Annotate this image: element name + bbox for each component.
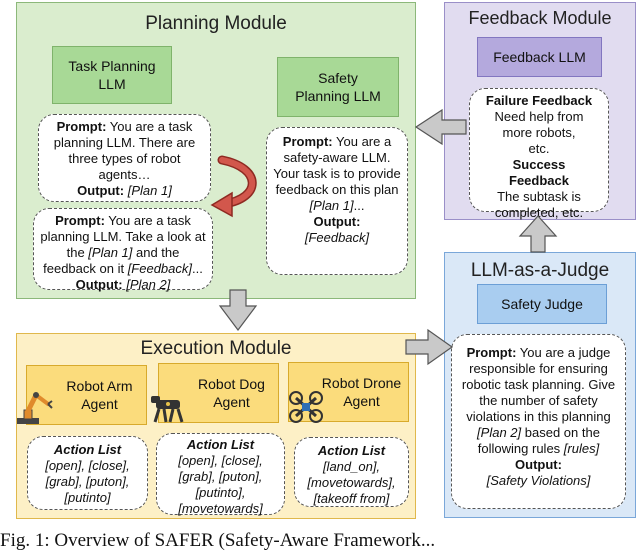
judge-text-a: You are a judge responsible for ensuring… [461,345,616,424]
robot-dog-icon [151,396,184,423]
feedback-llm: Feedback LLM [477,37,602,77]
action-list-arm-items: [open], [close], [grab], [puton], [putin… [45,458,130,505]
robot-dog-agent-label: Robot Dog Agent [198,376,265,410]
feedback-module-title: Feedback Module [468,8,612,28]
judge-rules-ref: [rules] [563,441,600,456]
prompt2-text-c: ... [192,261,203,276]
safety-planning-llm: Safety Planning LLM [277,57,399,117]
prompt2-text-a: You are a task planning LLM. Take a look… [40,213,206,260]
arrow-execution-to-judge [405,328,454,366]
safety-prompt-text-a: You are a safety-aware LLM. Your task is… [273,134,401,197]
judge-text-b: based on the following rules [477,425,600,456]
prompt2-output-label: Output: [75,277,123,292]
action-list-dog-items: [open], [close], [grab], [puton], [putin… [178,453,263,516]
prompt2-prompt-label: Prompt: [55,213,105,228]
judge-prompt-label: Prompt: [466,345,517,360]
prompt1-prompt-label: Prompt: [56,119,107,134]
success-feedback-text: The subtask is completed, etc. [494,189,584,220]
safety-output: [Feedback] [304,230,370,245]
prompt1-text: You are a task planning LLM. There are t… [53,119,196,182]
task-prompt-1: Prompt: You are a task planning LLM. The… [38,114,211,202]
prompt2-plan-ref: [Plan 1] [88,245,133,260]
prompt1-output: [Plan 1] [127,183,172,198]
robot-drone-agent: Robot Drone Agent [288,362,409,422]
safety-prompt-label: Prompt: [282,134,333,149]
judge-output: [Safety Violations] [486,473,591,488]
feedback-content: Failure Feedback Need help from more rob… [469,88,609,220]
judge-plan-ref: [Plan 2] [477,425,522,440]
arrow-judge-to-feedback [518,215,558,253]
failure-feedback-label: Failure Feedback [485,93,593,108]
safety-judge: Safety Judge [477,284,607,324]
safety-prompt-text-b: ... [353,198,365,213]
task-prompt-2: Prompt: You are a task planning LLM. Tak… [33,208,213,292]
figure-caption: Fig. 1: Overview of SAFER (Safety-Aware … [0,530,436,551]
task-planning-llm: Task Planning LLM [52,46,172,104]
feedback-llm-label: Feedback LLM [493,49,586,65]
safety-judge-label: Safety Judge [501,296,583,312]
prompt1-output-label: Output: [77,183,125,198]
action-list-dog: Action List [open], [close], [grab], [pu… [156,433,285,516]
failure-feedback-text: Need help from more robots, etc. [494,109,584,156]
prompt2-output: [Plan 2] [126,277,171,292]
robot-arm-agent-label: Robot Arm Agent [66,378,133,412]
action-list-drone-items: [land_on], [movetowards], [takeoff from] [307,459,396,506]
success-feedback-label: Success Feedback [509,157,569,188]
judge-output-label: Output: [515,457,562,472]
action-list-dog-label: Action List [186,437,255,452]
action-list-arm-label: Action List [53,442,122,457]
drone-icon [289,391,323,423]
judge-module-title: LLM-as-a-Judge [470,260,610,281]
action-list-drone: Action List [land_on], [movetowards], [t… [294,437,409,507]
refine-arrow-icon [210,155,257,218]
execution-module-title: Execution Module [140,338,292,359]
robot-dog-agent: Robot Dog Agent [158,363,279,423]
judge-prompt: Prompt: You are a judge responsible for … [451,334,626,509]
robot-arm-icon [17,392,53,424]
robot-arm-agent: Robot Arm Agent [26,365,147,425]
safety-prompt-plan-ref: [Plan 1] [309,198,354,213]
robot-drone-agent-label: Robot Drone Agent [321,375,402,409]
safety-output-label: Output: [313,214,361,229]
arrow-feedback-to-planning [414,108,467,146]
prompt2-text-b: and the feedback on it [43,245,180,276]
planning-module-title: Planning Module [145,13,287,34]
safety-prompt: Prompt: You are a safety-aware LLM. Your… [266,127,408,275]
task-planning-llm-label: Task Planning LLM [68,58,156,92]
action-list-drone-label: Action List [317,443,386,458]
prompt2-feedback-ref: [Feedback] [127,261,193,276]
action-list-arm: Action List [open], [close], [grab], [pu… [27,436,148,510]
safety-planning-llm-label: Safety Planning LLM [295,70,381,104]
arrow-planning-to-execution [218,289,258,331]
